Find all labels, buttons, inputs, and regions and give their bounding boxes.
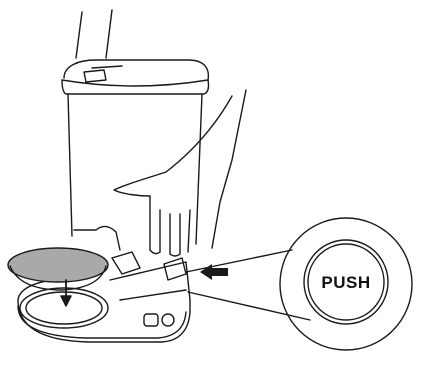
arrow-down-icon bbox=[61, 280, 71, 306]
feeder-base bbox=[18, 226, 190, 342]
upper-arm bbox=[76, 10, 112, 58]
food-bowl bbox=[8, 248, 108, 290]
feeder-hopper bbox=[62, 60, 209, 244]
push-label: PUSH bbox=[300, 273, 392, 293]
hand-icon bbox=[114, 90, 246, 256]
